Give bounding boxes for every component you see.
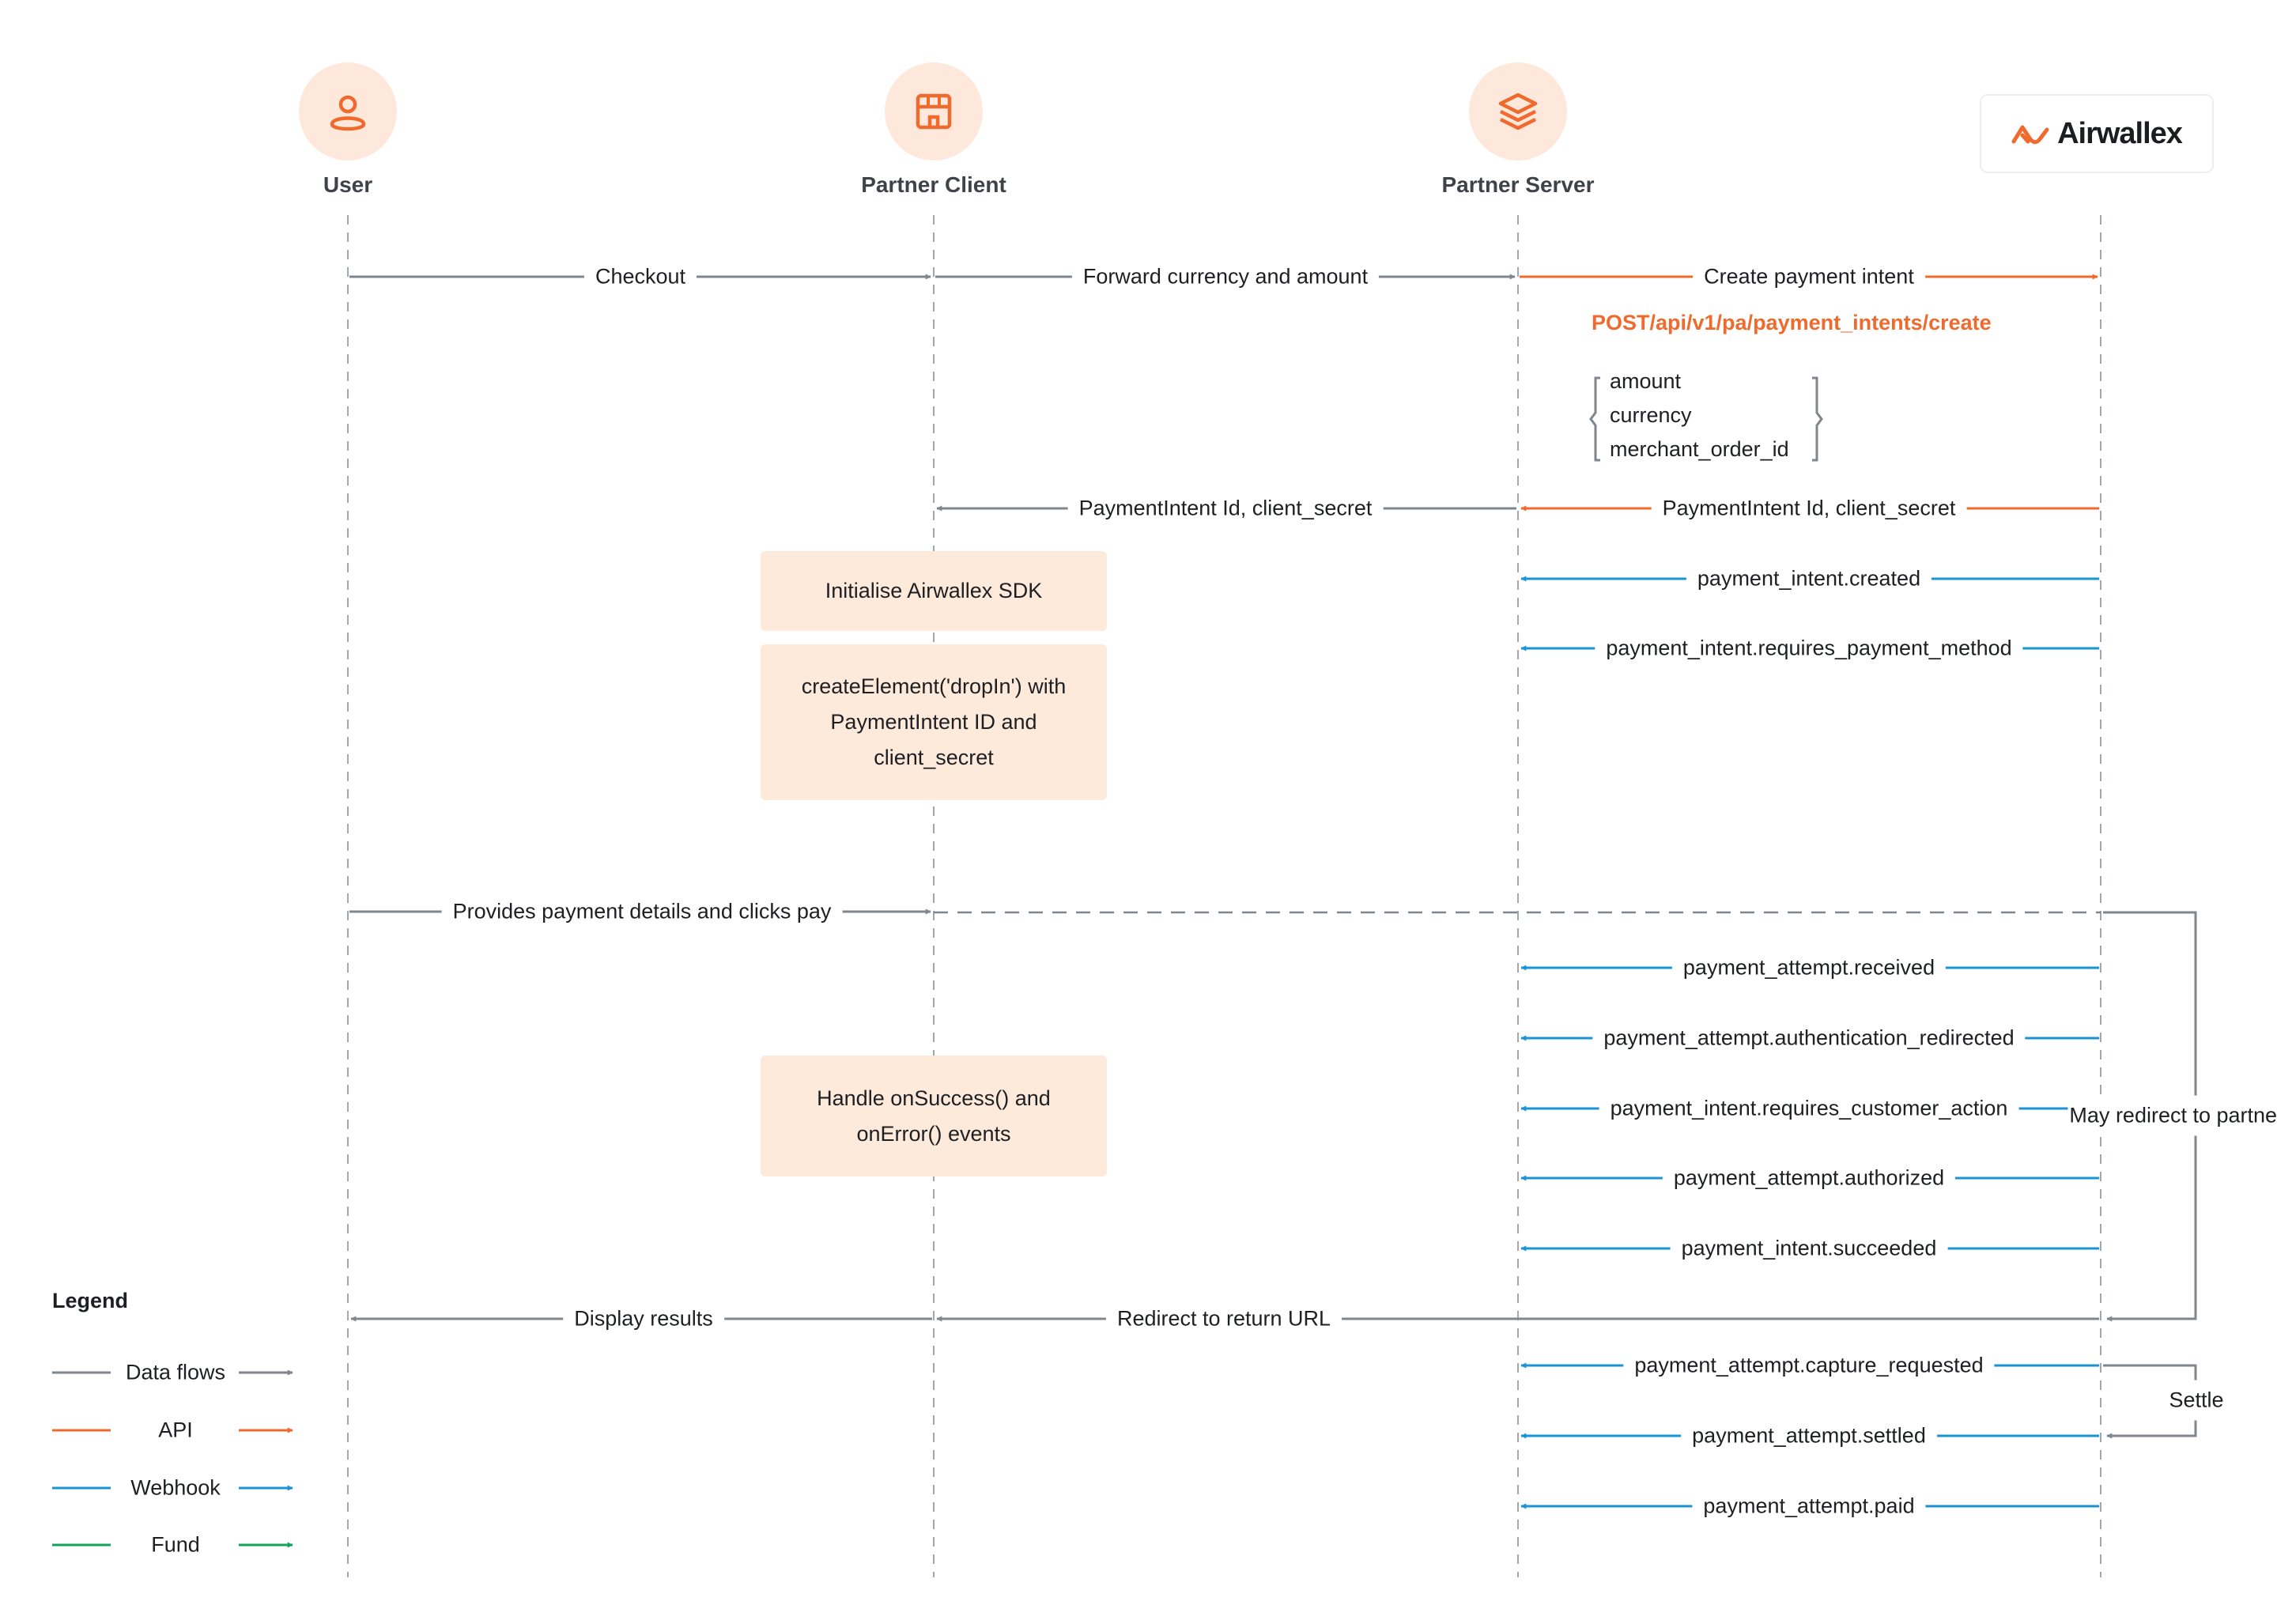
msg-forward-currency-amount: Forward currency and amount [1071, 264, 1380, 289]
legend-label-webhook: Webhook [130, 1475, 221, 1500]
api-param-merchant-order-id: merchant_order_id [1610, 437, 1789, 461]
actor-user-label: User [323, 172, 373, 197]
layers-icon [1498, 93, 1538, 130]
side-note-may-redirect: May redirect to partner site [2067, 1095, 2277, 1136]
msg-payment-attempt-paid: payment_attempt.paid [1692, 1494, 1926, 1519]
actor-partner-server-badge [1469, 62, 1567, 161]
msg-payment-intent-succeeded: payment_intent.succeeded [1670, 1236, 1948, 1261]
msg-payment-attempt-authorized: payment_attempt.authorized [1662, 1165, 1956, 1191]
storefront-icon [916, 93, 952, 130]
msg-display-results: Display results [563, 1306, 724, 1331]
msg-payment-intent-requires-customer-action: payment_intent.requires_customer_action [1599, 1096, 2019, 1121]
airwallex-logo-mark [2011, 125, 2049, 145]
actor-partner-client-badge [885, 62, 983, 161]
msg-payment-attempt-authentication-redirected: payment_attempt.authentication_redirecte… [1592, 1025, 2026, 1051]
msg-payment-attempt-received: payment_attempt.received [1671, 955, 1947, 980]
api-param-amount: amount [1610, 369, 1682, 393]
msg-payment-attempt-capture-requested: payment_attempt.capture_requested [1623, 1353, 1995, 1378]
legend-label-api: API [158, 1418, 193, 1442]
user-icon [330, 95, 366, 131]
legend-title: Legend [52, 1289, 129, 1312]
msg-checkout: Checkout [583, 264, 697, 289]
legend-label-fund: Fund [151, 1532, 200, 1557]
note-handle-events: Handle onSuccess() and onError() events [761, 1056, 1107, 1176]
api-endpoint: POST/api/v1/pa/payment_intents/create [1592, 311, 1992, 334]
msg-payment-attempt-settled: payment_attempt.settled [1681, 1423, 1937, 1448]
airwallex-logo: Airwallex [1980, 94, 2214, 173]
legend-label-data-flows: Data flows [125, 1360, 226, 1384]
note-initialise-sdk: Initialise Airwallex SDK [761, 551, 1107, 631]
msg-provides-payment-details: Provides payment details and clicks pay [441, 899, 843, 924]
actor-user-badge [299, 62, 397, 161]
msg-redirect-to-return-url: Redirect to return URL [1105, 1306, 1342, 1331]
msg-payment-intent-created: payment_intent.created [1686, 566, 1932, 591]
note-create-element: createElement('dropIn') with PaymentInte… [761, 644, 1107, 800]
msg-client-secret-to-client: PaymentIntent Id, client_secret [1067, 496, 1384, 521]
airwallex-logo-text: Airwallex [2057, 116, 2183, 150]
params-bracket-left [1589, 376, 1600, 462]
msg-create-payment-intent: Create payment intent [1693, 264, 1925, 289]
side-note-settle: Settle [2167, 1380, 2226, 1421]
actor-partner-server-label: Partner Server [1441, 172, 1595, 197]
api-param-currency: currency [1610, 403, 1692, 427]
actor-partner-client-label: Partner Client [861, 172, 1006, 197]
msg-client-secret-to-server: PaymentIntent Id, client_secret [1651, 496, 1967, 521]
params-bracket-right [1812, 376, 1823, 462]
msg-payment-intent-requires-payment-method: payment_intent.requires_payment_method [1595, 636, 2023, 661]
